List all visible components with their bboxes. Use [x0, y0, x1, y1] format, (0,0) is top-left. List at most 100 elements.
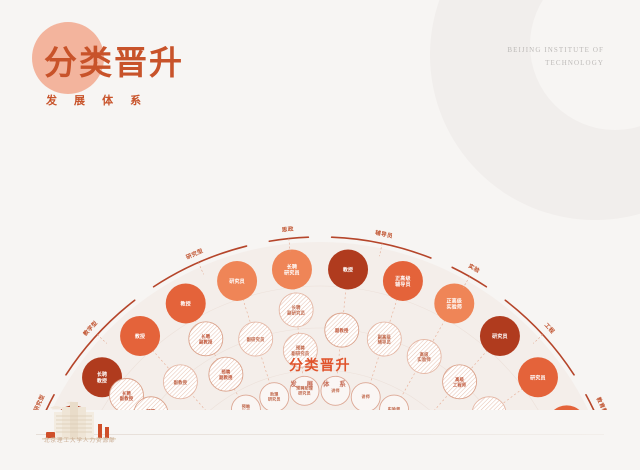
group-bracket [330, 236, 432, 259]
career-node-label: 研究员 [530, 374, 546, 381]
career-node[interactable]: 教授 [328, 249, 369, 290]
career-node[interactable]: 预聘讲师 [231, 394, 261, 410]
career-node[interactable]: 长聘副研究员 [278, 292, 314, 328]
career-node-label: 长聘副研究员 [287, 304, 305, 316]
career-node[interactable]: 实验师 [379, 394, 409, 410]
career-node-circle [517, 357, 558, 398]
career-node[interactable]: 副高级辅导员 [366, 321, 402, 357]
career-node-circle [165, 283, 206, 324]
campus-building-icon [42, 401, 116, 440]
career-node-label: 长聘教授 [96, 371, 108, 384]
career-node[interactable]: 研究员 [217, 260, 258, 301]
brand-line-1: BEIJING INSTITUTE OF [507, 46, 604, 54]
career-node-circle [208, 356, 244, 392]
career-node-label: 副教授 [174, 378, 188, 385]
career-node[interactable]: 正高级实验师 [434, 283, 475, 324]
career-node-circle [324, 312, 360, 348]
career-node-circle [120, 316, 161, 357]
career-node-label: 预聘助理研究员 [296, 384, 313, 395]
career-node-circle [442, 364, 478, 400]
group-bracket [45, 394, 55, 410]
career-node-label: 讲师 [331, 387, 339, 393]
group-label: 研究型 [185, 247, 205, 262]
career-node-circle [238, 321, 274, 357]
footer-logo-block: 北京理工大学人力资源部 [32, 392, 202, 462]
career-node-label: 副教授 [335, 327, 349, 334]
career-node[interactable]: 预聘副研究员 [282, 332, 318, 368]
career-node-circle [259, 382, 290, 410]
career-node[interactable]: 讲师 [350, 382, 381, 410]
career-node-label: 实验师 [388, 406, 401, 410]
career-node[interactable]: 副教授 [324, 312, 360, 348]
career-node-label: 长聘研究员 [284, 263, 300, 276]
career-node[interactable]: 研究员 [547, 405, 587, 410]
career-node[interactable]: 高级工程师 [442, 364, 478, 400]
group-label: 教育教学 [594, 395, 612, 410]
career-node-label: 预聘副教授 [144, 408, 158, 410]
career-node[interactable]: 高级实验师 [406, 339, 442, 374]
career-node-label: 预聘讲师 [242, 403, 250, 410]
fan-guide-arc [101, 285, 539, 410]
career-node[interactable]: 副研究员 [238, 321, 274, 357]
career-node-circle [133, 396, 168, 410]
career-node-label: 长聘副教授 [120, 389, 134, 401]
career-node[interactable]: 副研究员 [472, 396, 507, 410]
career-node-label: 教授 [134, 333, 146, 340]
career-node[interactable]: 研究员 [479, 316, 520, 357]
footer-divider [36, 434, 604, 435]
career-node-circle [382, 260, 423, 301]
group-bracket [585, 394, 595, 410]
career-node[interactable]: 长聘副教授 [109, 378, 144, 410]
career-node[interactable]: 正高级辅导员 [382, 260, 423, 301]
career-node-circle [320, 375, 351, 406]
career-node-label: 高级实验师 [417, 350, 431, 362]
career-node[interactable]: 长聘副教授 [188, 321, 224, 357]
career-node-label: 正高级辅导员 [395, 274, 411, 287]
group-label: 思政 [281, 225, 294, 234]
career-node[interactable]: 预聘副教授 [208, 356, 244, 392]
group-bracket [268, 236, 310, 243]
career-node-label: 高级工程师 [453, 376, 467, 388]
career-node[interactable]: 教授 [165, 283, 206, 324]
career-node-circle [350, 382, 381, 410]
group-label: 工程 [543, 321, 557, 335]
career-node-circle [109, 378, 144, 410]
career-node-circle [188, 321, 224, 357]
career-fan-diagram: 教授副教授长聘教授长聘副教授预聘副教授预聘助理教授助教教授副教授讲师教授长聘副教… [26, 225, 612, 410]
career-node-label: 助理研究员 [268, 391, 281, 402]
career-node-label: 副研究员 [247, 336, 265, 343]
career-node-label: 讲师 [362, 393, 370, 399]
career-node-circle [162, 364, 198, 400]
career-node-label: 预聘副教授 [219, 368, 233, 380]
career-node[interactable]: 预聘副教授 [133, 396, 168, 410]
career-node-circle [289, 375, 320, 406]
career-node-circle [406, 339, 442, 374]
page-subtitle: 发 展 体 系 [46, 95, 149, 107]
career-node-circle [271, 249, 312, 290]
career-node-circle [328, 249, 369, 290]
career-node[interactable]: 研究员 [517, 357, 558, 398]
career-node-label: 预聘副研究员 [291, 344, 309, 356]
career-node-label: 教授 [342, 266, 354, 273]
career-node-circle [278, 292, 314, 328]
group-bracket [451, 266, 488, 288]
career-node[interactable]: 副教授 [162, 364, 198, 400]
career-node[interactable]: 预聘助理研究员 [289, 375, 320, 406]
group-bracket [152, 245, 248, 288]
career-node-circle [434, 283, 475, 324]
career-node-label: 研究员 [492, 333, 508, 340]
career-node[interactable]: 讲师 [320, 375, 351, 406]
career-node[interactable]: 长聘研究员 [271, 249, 312, 290]
career-node-circle [379, 394, 409, 410]
career-node[interactable]: 教授 [120, 316, 161, 357]
career-node-circle [479, 316, 520, 357]
career-node-circle [231, 394, 261, 410]
title-accent-blob [32, 22, 104, 94]
career-node[interactable]: 助理研究员 [259, 382, 290, 410]
career-node-label: 研究员 [229, 277, 245, 284]
brand-line-2: TECHNOLOGY [545, 58, 604, 67]
group-bracket [504, 299, 575, 376]
institution-brand: BEIJING INSTITUTE OF TECHNOLOGY [507, 44, 604, 69]
career-node-circle [282, 332, 318, 368]
